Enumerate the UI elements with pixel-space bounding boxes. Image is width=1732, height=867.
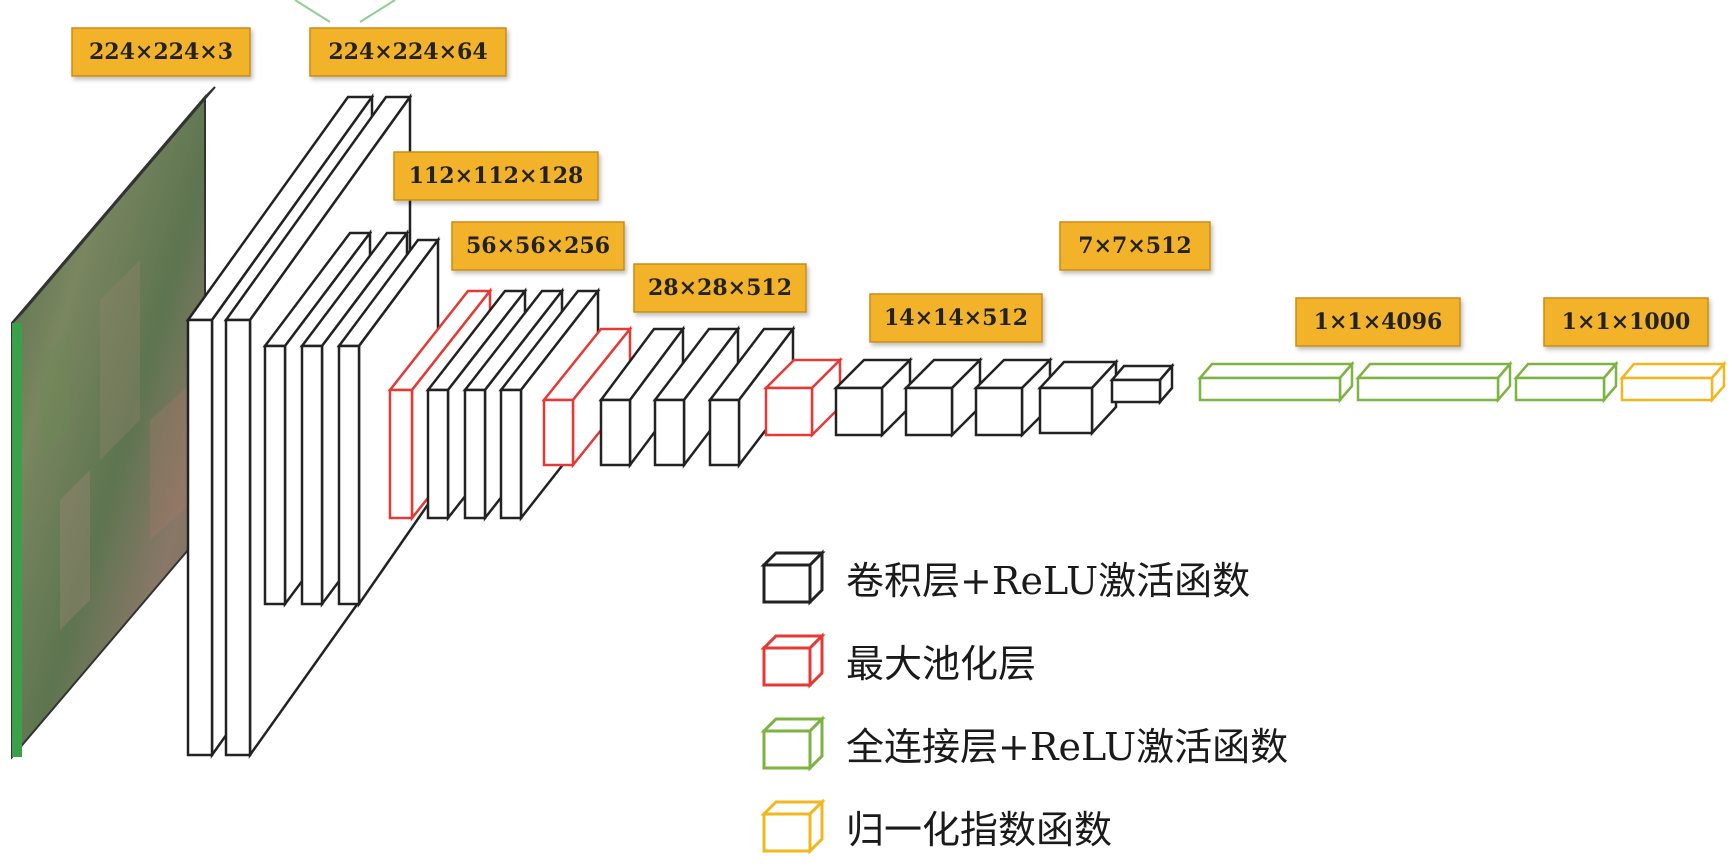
legend-item-fc: 全连接层+ReLU激活函数 — [760, 715, 1288, 772]
legend-label-fc: 全连接层+ReLU激活函数 — [846, 725, 1288, 769]
stage-label-conv2-text: 112×112×128 — [409, 163, 584, 189]
pool5-layer — [1109, 362, 1175, 406]
legend-label-softmax: 归一化指数函数 — [846, 808, 1112, 852]
conv5-layer-4 — [1037, 358, 1119, 437]
stage-label-conv2: 112×112×128 — [393, 151, 599, 201]
stage-label-conv3-text: 56×56×256 — [466, 233, 610, 259]
stage-label-conv1: 224×224×64 — [309, 27, 507, 77]
conv4-layer-3 — [707, 325, 796, 469]
conv5-block — [832, 356, 1119, 439]
stage-label-conv4-text: 28×28×512 — [648, 275, 792, 301]
legend-label-conv: 卷积层+ReLU激活函数 — [846, 559, 1250, 603]
stage-label-conv4: 28×28×512 — [633, 263, 807, 313]
fc2-layer — [1355, 360, 1513, 404]
black-cube-icon — [760, 549, 826, 606]
fc-layers — [1197, 360, 1619, 404]
conv3-block — [425, 287, 601, 522]
legend-item-conv: 卷积层+ReLU激活函数 — [760, 549, 1250, 606]
stage-label-fc-text: 1×1×4096 — [1314, 309, 1443, 335]
stage-label-input-text: 224×224×3 — [89, 39, 233, 65]
legend: 卷积层+ReLU激活函数 最大池化层 全连接层+ReLU激活函数 — [760, 549, 1288, 855]
input-green-edge — [12, 323, 22, 757]
stage-label-softmax-text: 1×1×1000 — [1562, 309, 1691, 335]
stage-label-conv5: 14×14×512 — [869, 293, 1043, 343]
conv5-layer-2 — [902, 356, 984, 439]
legend-item-softmax: 归一化指数函数 — [760, 798, 1112, 855]
green-cube-icon — [760, 715, 826, 772]
conv5-layer-1 — [832, 356, 914, 439]
conv4-block — [598, 325, 796, 469]
stage-label-fc: 1×1×4096 — [1295, 297, 1461, 347]
stage-label-conv5-text: 14×14×512 — [884, 305, 1028, 331]
stage-label-pool5: 7×7×512 — [1059, 221, 1211, 271]
top-connector-lines — [294, 0, 396, 23]
fc3-layer — [1513, 360, 1619, 404]
fc1-layer — [1197, 360, 1355, 404]
softmax-layer — [1619, 360, 1727, 404]
legend-label-pool: 最大池化层 — [846, 642, 1036, 686]
stage-label-softmax: 1×1×1000 — [1543, 297, 1709, 347]
yellow-cube-icon — [760, 798, 826, 855]
stage-label-pool5-text: 7×7×512 — [1078, 233, 1191, 259]
legend-item-pool: 最大池化层 — [760, 632, 1036, 689]
stage-label-conv1-text: 224×224×64 — [328, 39, 487, 65]
pool3-layer — [762, 356, 844, 439]
red-cube-icon — [760, 632, 826, 689]
stage-label-conv3: 56×56×256 — [451, 221, 625, 271]
input-image-slab — [11, 86, 216, 760]
stage-label-input: 224×224×3 — [71, 27, 251, 77]
pool2-layer — [541, 325, 633, 469]
